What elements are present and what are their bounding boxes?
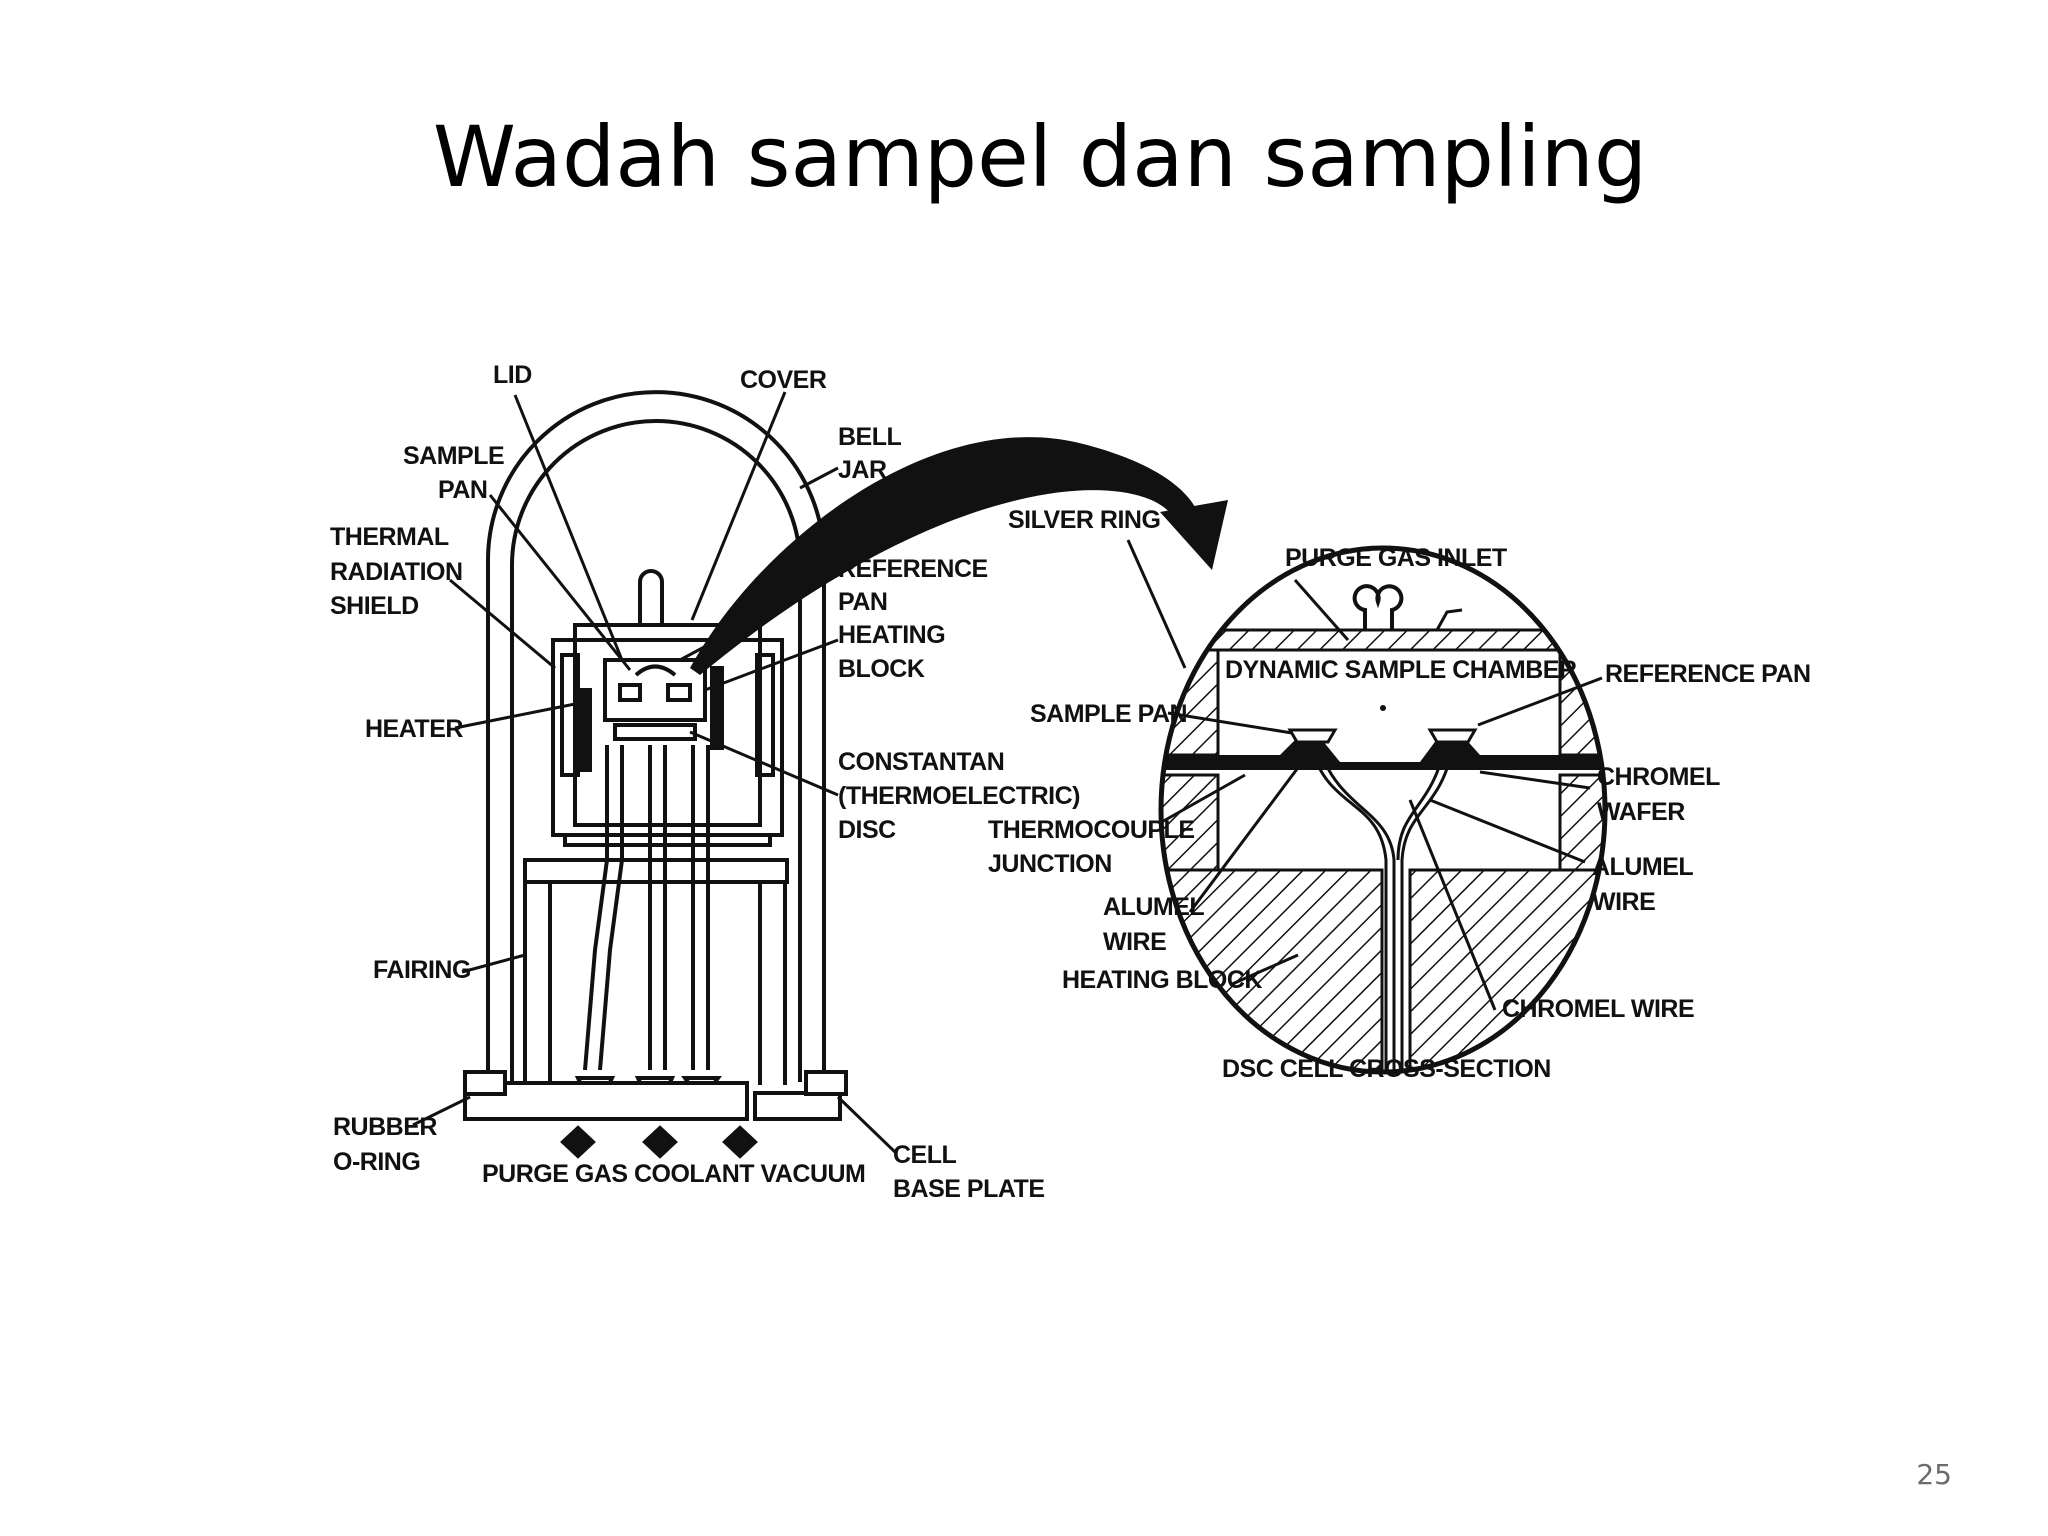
label-thermal-radiation-shield: THERMAL [330,523,449,551]
tube-vacuum [691,745,710,1070]
svg-text:SHIELD: SHIELD [330,592,419,620]
svg-text:PAN: PAN [838,588,887,616]
svg-text:PAN: PAN [438,476,487,504]
svg-text:DISC: DISC [838,816,896,844]
flow-arrow-purge [560,1125,596,1159]
label-heating-block: HEATING [838,621,945,649]
label-reference-pan-cs: REFERENCE PAN [1605,660,1811,688]
label-cover: COVER [740,366,827,394]
label-constantan-disc: CONSTANTAN [838,748,1004,776]
label-bell-jar: BELL [838,423,902,451]
constantan-disc [613,723,697,741]
heater-left [578,688,592,772]
fairing [523,882,787,1085]
chromel-wafer [1161,735,1605,770]
reference-pan [666,683,692,702]
svg-text:(THERMOELECTRIC): (THERMOELECTRIC) [838,782,1080,810]
label-chromel-wafer: CHROMEL [1597,763,1720,791]
arrow-head [1160,500,1228,570]
svg-text:BLOCK: BLOCK [838,655,925,683]
label-cell-base-plate: CELL [893,1141,957,1169]
right-labels: SILVER RING PURGE GAS INLET DYNAMIC SAMP… [988,506,1811,1083]
cover-knob [638,569,664,625]
label-thermocouple-junction: THERMOCOUPLE [988,816,1195,844]
lid-shape [634,664,677,677]
flow-arrow-coolant [642,1125,678,1159]
label-heater: HEATER [365,715,463,743]
label-purge-coolant-vacuum: PURGE GAS COOLANT VACUUM [482,1160,865,1188]
label-rubber-o-ring: RUBBER [333,1113,437,1141]
slide-title: Wadah sampel dan sampling [432,108,1648,206]
dsc-cell-assembly [463,390,848,1159]
label-heating-block-cs: HEATING BLOCK [1062,966,1262,994]
heater-right [710,666,724,750]
sample-pan [618,683,642,702]
cell-base-plate [463,1081,749,1121]
svg-text:O-RING: O-RING [333,1148,420,1176]
thermal-radiation-shield [551,638,784,837]
tube-purge [583,745,609,1071]
cs-reference-pan [1427,728,1478,744]
svg-text:WIRE: WIRE [1592,888,1655,916]
flow-arrow-vacuum [722,1125,758,1159]
bell-jar [486,390,826,1082]
svg-text:WIRE: WIRE [1103,928,1166,956]
label-alumel-wire-left: ALUMEL [1103,893,1204,921]
label-alumel-wire-right: ALUMEL [1592,853,1693,881]
svg-text:BASE PLATE: BASE PLATE [893,1175,1045,1203]
bell-jar-inner [510,419,802,1082]
label-chromel-wire: CHROMEL WIRE [1502,995,1694,1023]
cover-box [573,623,762,827]
label-purge-gas-inlet: PURGE GAS INLET [1285,544,1507,572]
purge-gas-inlet-knob [1352,584,1404,630]
label-lid: LID [493,361,532,389]
svg-text:WAFER: WAFER [1597,798,1685,826]
label-dsc-cross-section: DSC CELL CROSS-SECTION [1222,1055,1551,1083]
curved-arrow [690,437,1228,675]
left-labels: LID COVER SAMPLE PAN BELL JAR THERMAL RA… [330,361,1081,1203]
svg-text:JUNCTION: JUNCTION [988,850,1112,878]
label-silver-ring: SILVER RING [1008,506,1160,534]
label-dynamic-sample-chamber: DYNAMIC SAMPLE CHAMBER [1225,656,1577,684]
tube-coolant [648,745,667,1070]
label-fairing: FAIRING [373,956,471,984]
right-leader-lines [1126,539,1603,1011]
svg-text:RADIATION: RADIATION [330,558,463,586]
label-sample-pan-cs: SAMPLE PAN [1030,700,1187,728]
page-number: 25 [1916,1458,1952,1491]
svg-text:JAR: JAR [838,456,887,484]
thermocouple-wires [1310,749,1454,1072]
label-sample-pan: SAMPLE [403,442,504,470]
label-reference-pan: REFERENCE [838,555,988,583]
cs-sample-pan [1287,728,1338,744]
